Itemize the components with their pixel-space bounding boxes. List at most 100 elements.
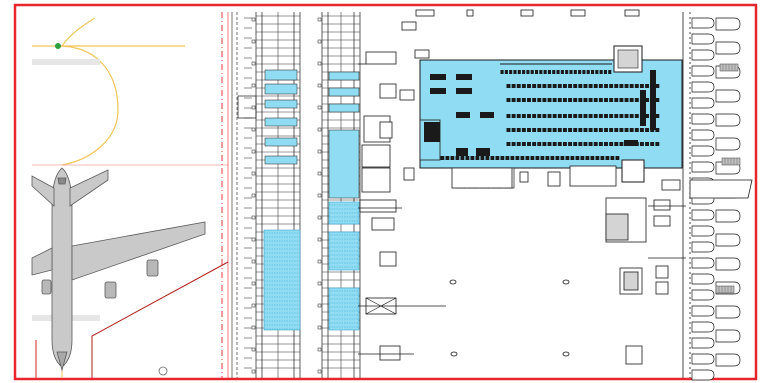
- rack-cell: [450, 156, 455, 160]
- dock-door: [715, 329, 741, 343]
- rack-cell: [530, 70, 534, 74]
- rack-cell: [562, 128, 567, 132]
- rack-cell: [535, 156, 540, 160]
- rack-cell: [530, 156, 535, 160]
- rack-cell: [614, 84, 619, 88]
- rack-cell: [542, 98, 547, 102]
- rack-cell: [521, 142, 526, 146]
- rack-cell: [527, 84, 531, 88]
- rack-cell: [555, 156, 560, 160]
- rack-cell: [600, 156, 605, 160]
- rack-cell: [552, 84, 557, 88]
- rack-cell: [615, 156, 620, 160]
- rack-cell: [525, 156, 530, 160]
- rack-cell: [583, 114, 588, 118]
- dock-door: [691, 289, 715, 301]
- rack-cell: [598, 98, 603, 102]
- rack-post: [251, 325, 256, 330]
- rack-cell: [560, 70, 564, 74]
- rack-cell: [624, 84, 629, 88]
- rack-cell: [586, 70, 590, 74]
- rack-cell: [614, 98, 619, 102]
- stand-boundary-angled: [91, 261, 229, 378]
- rack-cell: [598, 84, 603, 88]
- terminal-equipment: [480, 112, 494, 118]
- rack-cell: [629, 98, 634, 102]
- storage-block: [264, 83, 298, 95]
- rack-cell: [543, 70, 547, 74]
- rack-cell: [639, 128, 644, 132]
- dock-door: [691, 129, 715, 141]
- rack-cell: [505, 156, 510, 160]
- rack-cell: [578, 84, 583, 88]
- rack-cell: [557, 98, 562, 102]
- rack-cell: [583, 142, 588, 146]
- rack-cell: [604, 98, 608, 102]
- loading-dock-doors: [691, 17, 741, 381]
- rack-cell: [604, 142, 608, 146]
- rack-cell: [511, 84, 516, 88]
- rack-cell: [526, 70, 530, 74]
- rack-post: [317, 237, 322, 242]
- rack-cell: [537, 84, 542, 88]
- rack-cell: [605, 156, 610, 160]
- nav-light-icon: [55, 43, 61, 49]
- rack-cell: [655, 128, 660, 132]
- dock-door: [691, 161, 715, 173]
- rack-cell: [578, 142, 583, 146]
- rack-cell: [655, 98, 660, 102]
- rack-cell: [515, 156, 520, 160]
- truck-trailer-icons: [715, 63, 741, 294]
- rack-cell: [511, 142, 516, 146]
- storage-block: [264, 99, 298, 109]
- terminal-equipment: [476, 148, 490, 156]
- rack-cell: [475, 156, 480, 160]
- rack-post: [251, 83, 256, 88]
- rack-cell: [583, 128, 588, 132]
- rack-cell: [550, 156, 555, 160]
- rack-cell: [578, 128, 583, 132]
- rack-cell: [573, 128, 578, 132]
- rack-cell: [619, 128, 624, 132]
- rack-cell: [480, 156, 485, 160]
- rack-cell: [557, 128, 562, 132]
- terminal-equipment: [624, 140, 638, 146]
- rack-cell: [578, 70, 582, 74]
- terminal-equipment: [430, 74, 446, 80]
- rack-cell: [540, 156, 545, 160]
- dock-door: [715, 17, 741, 31]
- terminal-equipment: [456, 88, 472, 94]
- rack-cell: [460, 156, 465, 160]
- rack-cell: [506, 84, 511, 88]
- rack-cell: [547, 128, 552, 132]
- rack-cell: [537, 128, 542, 132]
- rack-cell: [495, 156, 500, 160]
- rack-post: [317, 39, 322, 44]
- right-annex: [605, 179, 686, 365]
- rack-post: [251, 17, 256, 22]
- rack-post: [317, 303, 322, 308]
- rack-cell: [585, 156, 590, 160]
- rack-cell: [521, 128, 526, 132]
- terminal-equipment: [640, 90, 646, 126]
- rack-cell: [440, 156, 445, 160]
- rack-post: [317, 193, 322, 198]
- rack-cell: [565, 156, 570, 160]
- rack-cell: [465, 156, 470, 160]
- rack-post: [251, 259, 256, 264]
- rack-cell: [583, 98, 588, 102]
- rack-cell: [562, 98, 567, 102]
- rack-cell: [527, 142, 531, 146]
- rack-cell: [532, 142, 537, 146]
- marker-ring-icon: [158, 366, 168, 376]
- rack-post: [317, 171, 322, 176]
- dock-door: [715, 41, 741, 55]
- rack-cell: [527, 128, 531, 132]
- rack-post: [251, 237, 256, 242]
- rack-cell: [557, 84, 562, 88]
- rack-post: [251, 193, 256, 198]
- rack-cell: [619, 114, 624, 118]
- rack-cell: [595, 70, 599, 74]
- rack-post: [317, 105, 322, 110]
- rack-cell: [516, 114, 521, 118]
